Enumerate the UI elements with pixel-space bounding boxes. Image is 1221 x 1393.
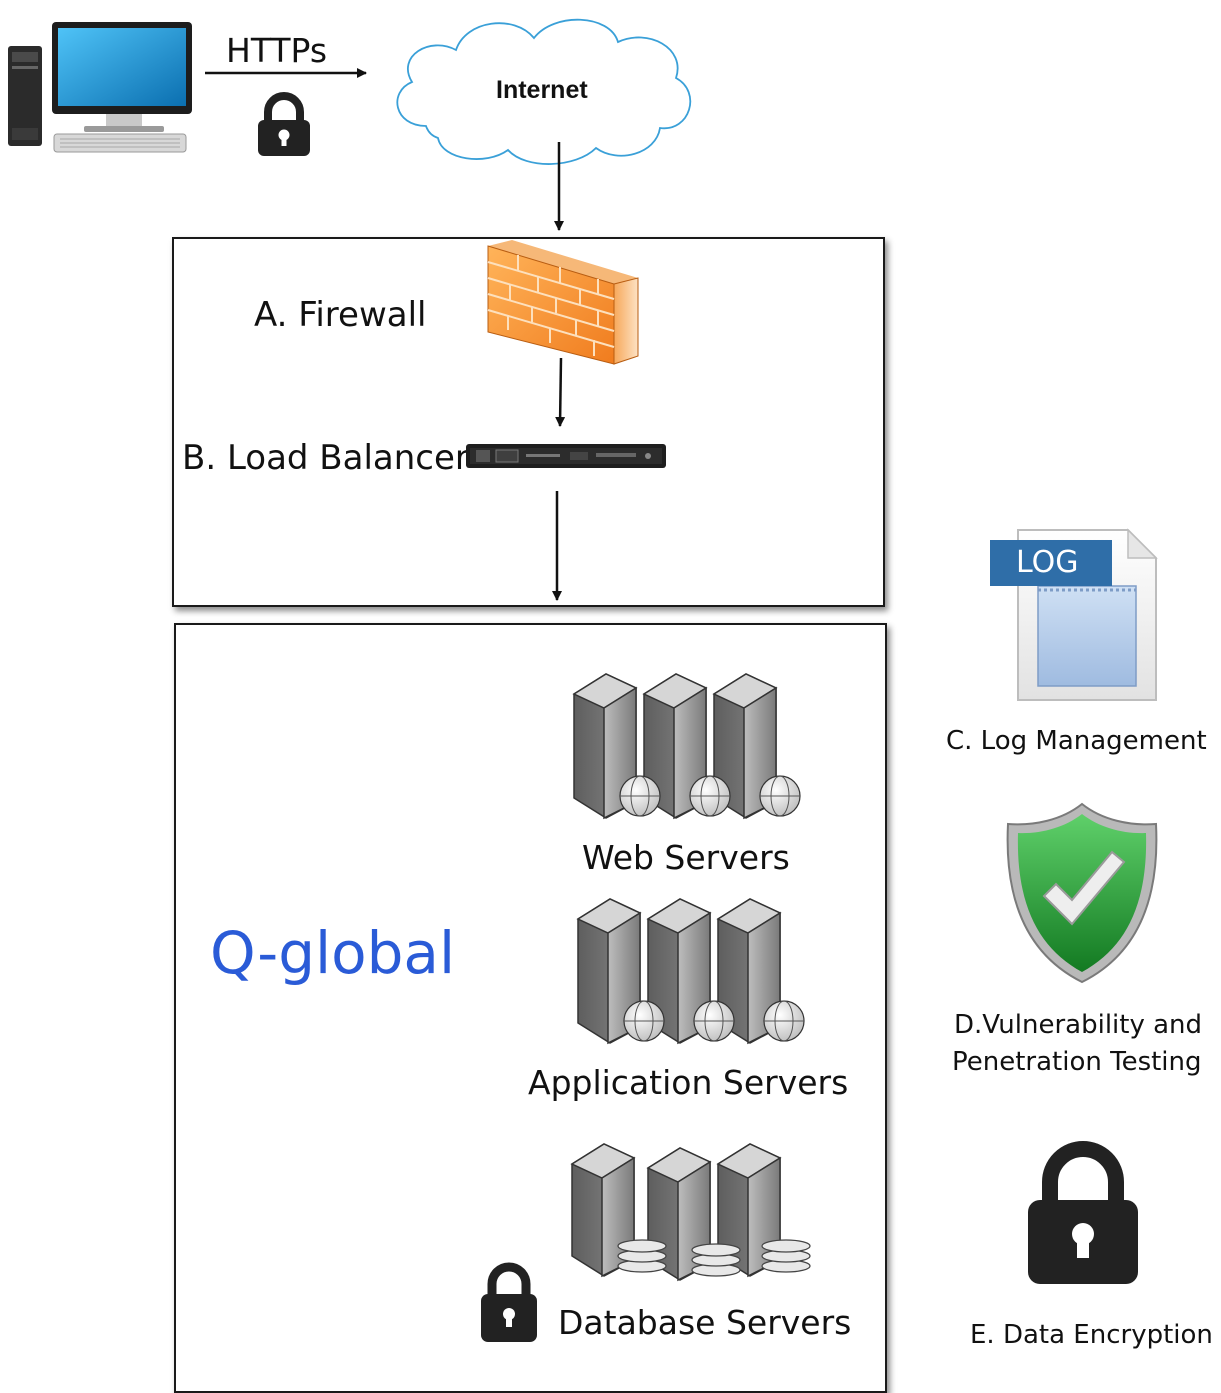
load-balancer-label: B. Load Balancer xyxy=(182,438,469,478)
log-management-label: C. Log Management xyxy=(946,726,1207,756)
firewall-label: A. Firewall xyxy=(254,295,427,335)
application-servers-label: Application Servers xyxy=(528,1063,849,1102)
vulnerability-label-line2: Penetration Testing xyxy=(952,1047,1202,1077)
database-servers-icon xyxy=(568,1142,816,1282)
https-lock-icon xyxy=(254,92,314,158)
internet-cloud-icon xyxy=(386,8,700,170)
log-file-icon: LOG xyxy=(988,526,1160,704)
web-servers-icon xyxy=(570,672,810,822)
platform-name: Q-global xyxy=(210,919,456,987)
web-servers-label: Web Servers xyxy=(582,838,790,877)
https-label: HTTPs xyxy=(226,31,328,70)
vulnerability-label-line1: D.Vulnerability and xyxy=(954,1010,1203,1040)
desktop-computer-icon xyxy=(6,18,196,158)
data-encryption-label: E. Data Encryption xyxy=(970,1320,1213,1350)
load-balancer-icon xyxy=(466,440,666,472)
data-encryption-lock-icon xyxy=(1024,1138,1142,1288)
database-servers-label: Database Servers xyxy=(558,1303,852,1342)
firewall-icon xyxy=(480,240,642,368)
log-icon-text: LOG xyxy=(1016,545,1079,580)
internet-label: Internet xyxy=(496,76,588,104)
shield-check-icon xyxy=(1004,800,1160,986)
application-servers-icon xyxy=(574,897,814,1047)
database-lock-icon xyxy=(478,1262,540,1344)
